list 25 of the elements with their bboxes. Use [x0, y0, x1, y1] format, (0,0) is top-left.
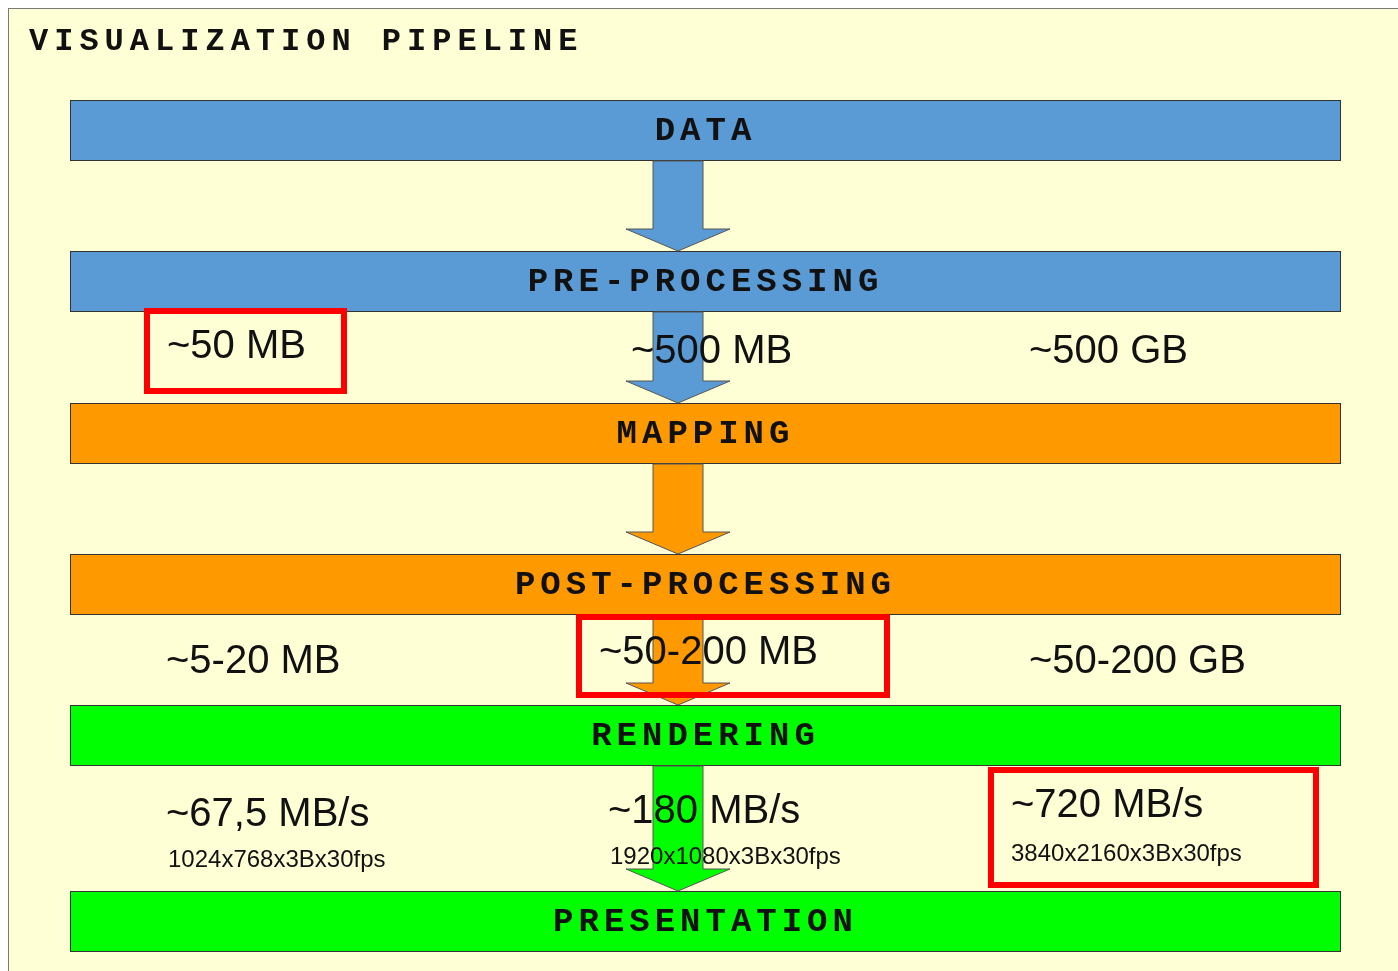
resolution-note: 1024x768x3Bx30fps: [168, 845, 386, 873]
stage-label: DATA: [654, 111, 757, 150]
stage-bar: [70, 251, 1341, 312]
size-value: ~50-200 GB: [1029, 637, 1246, 682]
stage-label: PRE-PROCESSING: [527, 262, 884, 301]
stage-label: PRESENTATION: [553, 902, 858, 941]
stage-bar: [70, 891, 1341, 952]
data-rate: ~67,5 MB/s: [166, 790, 370, 835]
highlight-box: [988, 767, 1319, 888]
stage-label: POST-PROCESSING: [514, 565, 897, 604]
stage-bar: [70, 705, 1341, 766]
resolution-note: 3840x2160x3Bx30fps: [1011, 839, 1242, 867]
size-value: ~50 MB: [167, 322, 306, 367]
block-arrow: [625, 160, 731, 252]
size-value: ~500 GB: [1029, 327, 1188, 372]
highlight-box: [144, 308, 347, 394]
size-value: ~720 MB/s: [1011, 781, 1204, 826]
diagram-title: VISUALIZATION PIPELINE: [29, 23, 584, 60]
block-arrow: [625, 463, 731, 555]
size-value: ~5-20 MB: [166, 637, 341, 682]
stage-bar: [70, 403, 1341, 464]
stage-label: RENDERING: [591, 716, 820, 755]
stage-bar: [70, 554, 1341, 615]
stage-label: MAPPING: [616, 414, 795, 453]
stage-bar: [70, 100, 1341, 161]
